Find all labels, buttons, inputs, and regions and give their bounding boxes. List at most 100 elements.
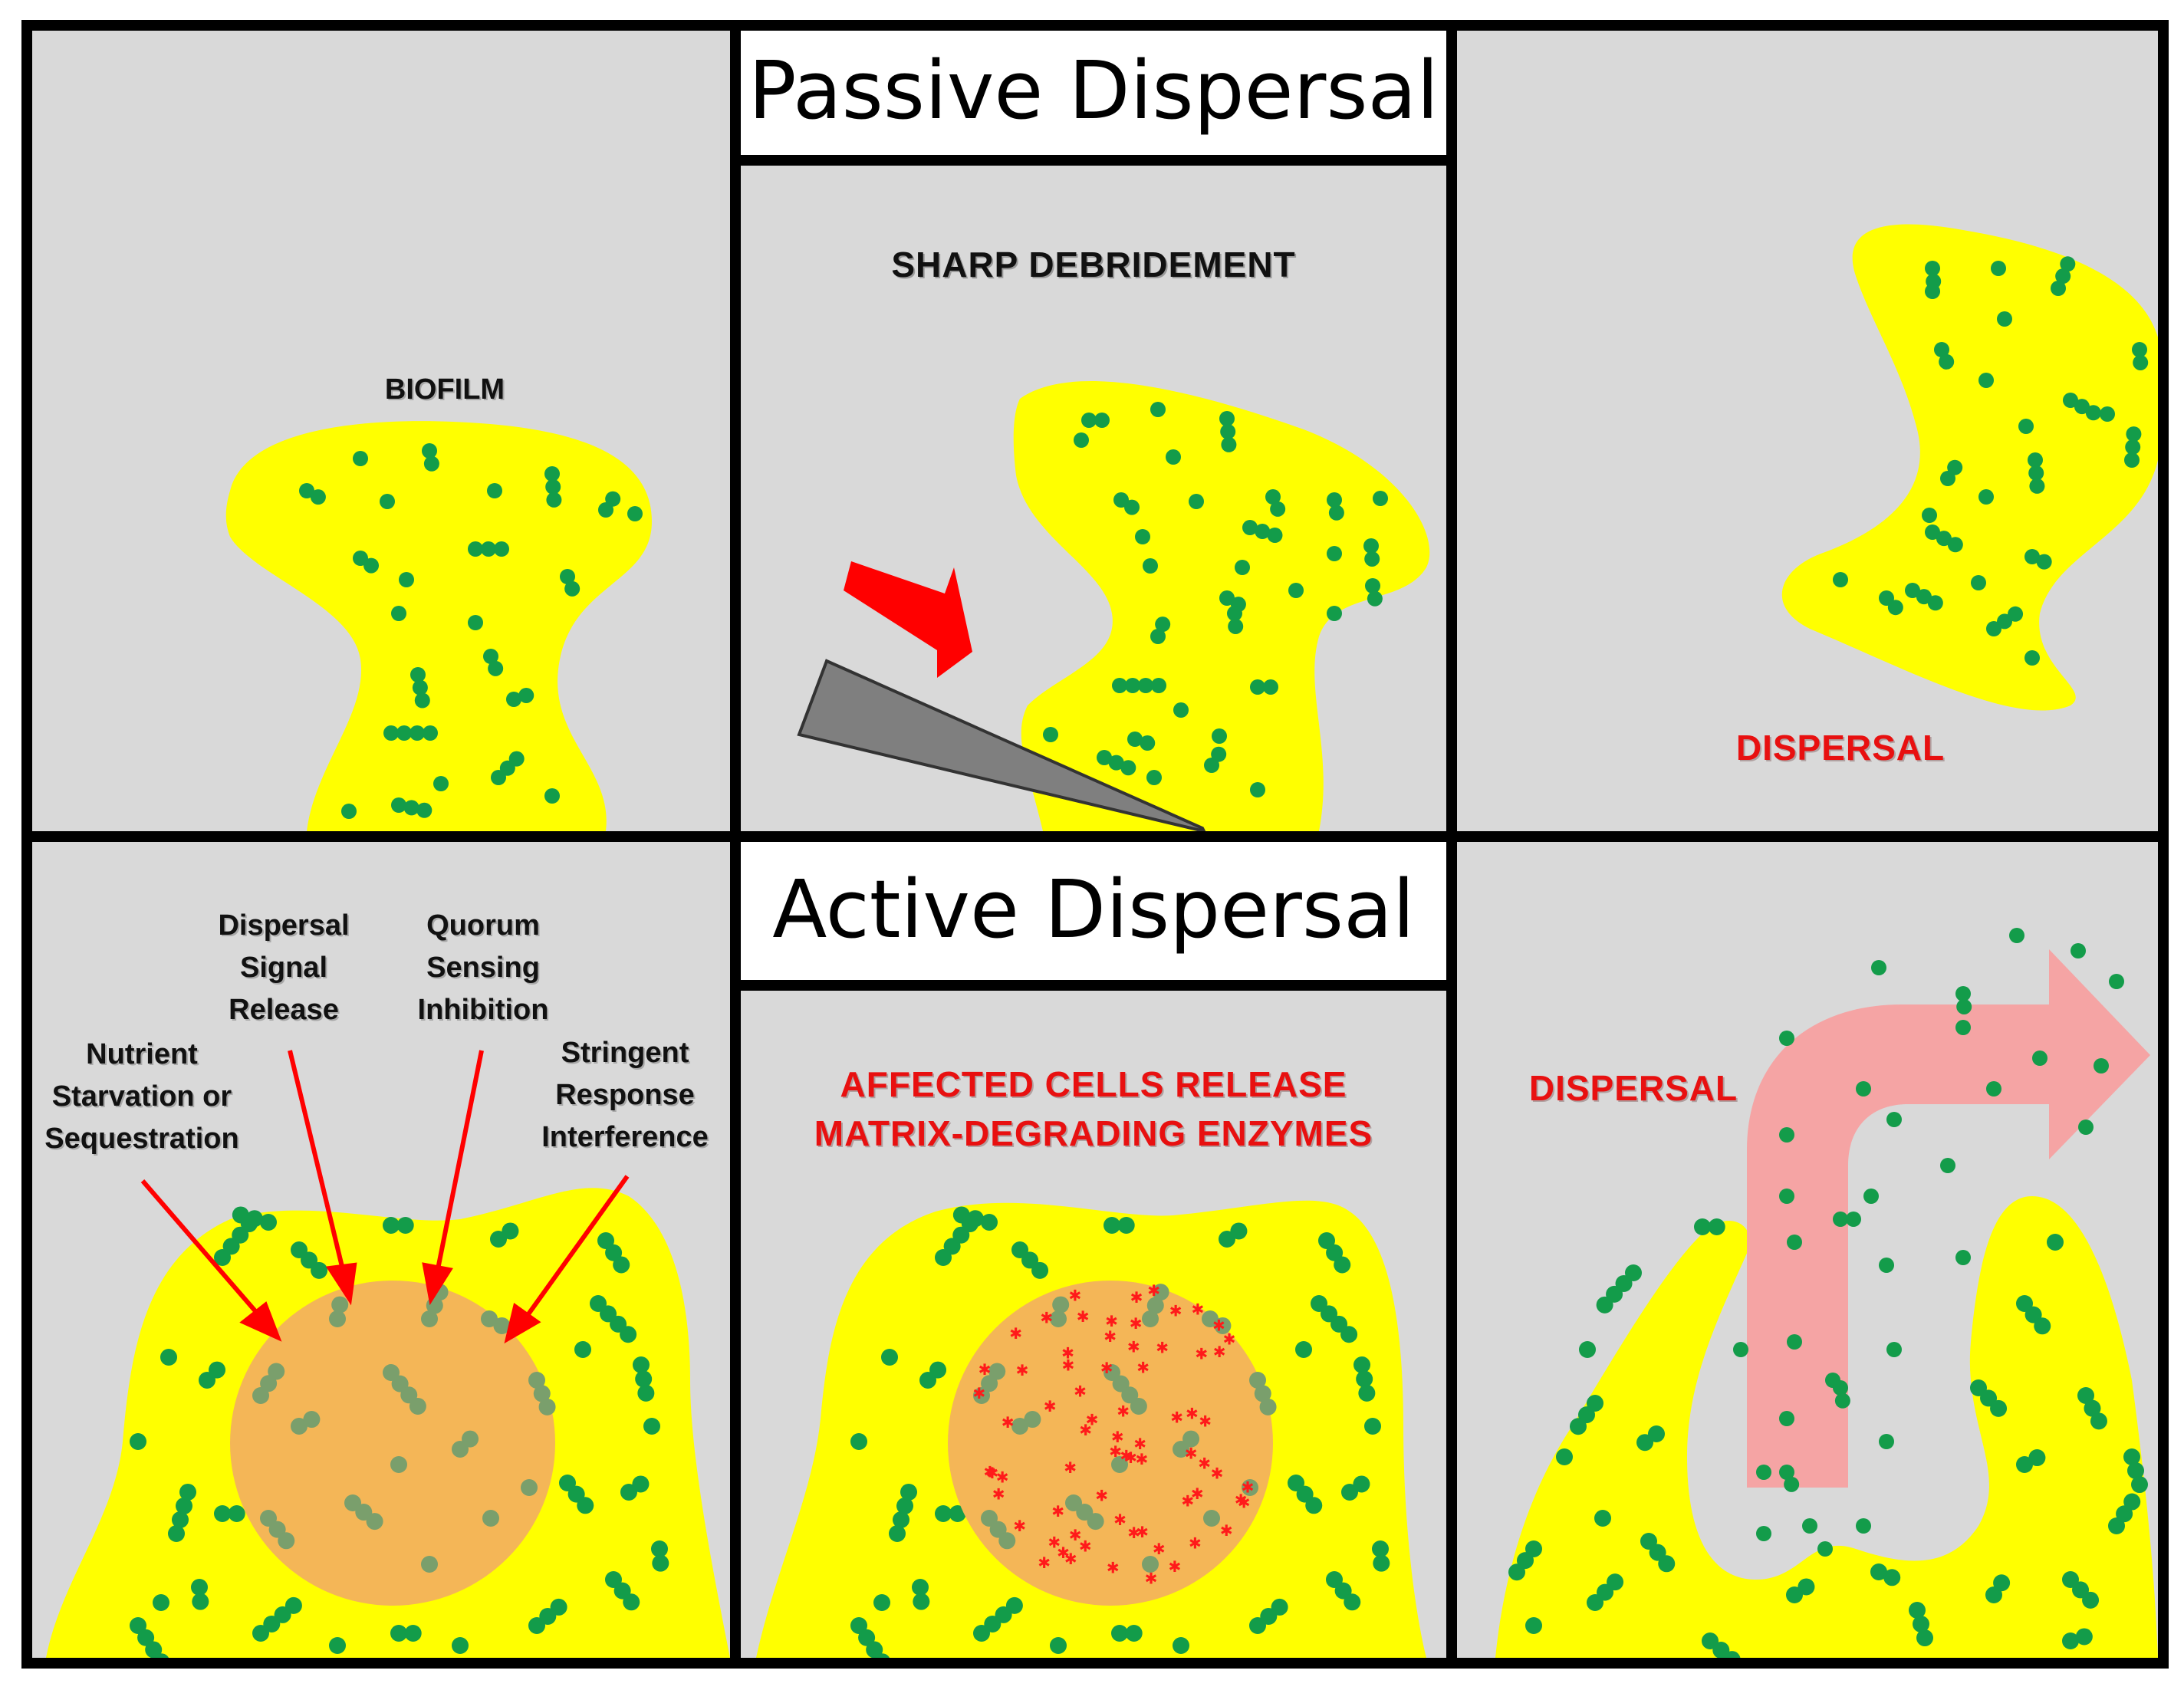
bacterial-cell-icon xyxy=(2126,426,2142,442)
bacterial-cell-icon xyxy=(1798,1578,1815,1596)
biofilm-cells-enzyme xyxy=(850,1206,1390,1658)
affected-zone xyxy=(230,1281,555,1606)
bacterial-cell-icon xyxy=(1863,1189,1879,1204)
bacterial-cell-icon xyxy=(550,1598,567,1616)
bacterial-cell-icon xyxy=(228,1505,245,1522)
bacterial-cell-icon xyxy=(291,1418,308,1435)
bacterial-cell-icon xyxy=(533,1385,551,1402)
bacterial-cell-icon xyxy=(1372,1540,1389,1557)
bacterial-cell-icon xyxy=(1784,1476,1800,1492)
bacterial-cell-icon xyxy=(1353,1475,1370,1493)
biofilm-fragment-shape xyxy=(1781,224,2158,711)
bacterial-cell-icon xyxy=(2071,943,2086,958)
bacterial-cell-icon xyxy=(2063,393,2078,408)
enzyme-star-icon: ✱ xyxy=(1136,1523,1149,1541)
bacterial-cell-icon xyxy=(1173,1637,1189,1654)
enzyme-star-icon: ✱ xyxy=(1169,1557,1182,1576)
bacterial-cell-icon xyxy=(1640,1533,1657,1550)
enzyme-star-icon: ✱ xyxy=(1048,1534,1061,1552)
bacterial-cell-icon xyxy=(2016,1295,2033,1312)
bacterial-cell-icon xyxy=(1031,1261,1049,1279)
bacterial-cell-icon xyxy=(2077,1387,2094,1404)
enzyme-star-icon: ✱ xyxy=(1111,1428,1124,1446)
enzyme-star-icon: ✱ xyxy=(1242,1478,1255,1497)
bacterial-cell-icon xyxy=(1155,616,1171,633)
bacterial-cell-icon xyxy=(605,1571,622,1588)
bacterial-cell-icon xyxy=(502,1222,519,1240)
bacterial-cell-icon xyxy=(483,649,498,664)
bacterial-cell-icon xyxy=(1214,1317,1232,1334)
enzyme-star-icon: ✱ xyxy=(1095,1486,1108,1504)
enzyme-star-icon: ✱ xyxy=(1181,1492,1194,1511)
bacterial-cell-icon xyxy=(935,1249,952,1266)
bacterial-cell-icon xyxy=(1219,411,1235,426)
bacterial-cell-icon xyxy=(1913,1616,1930,1633)
enzyme-star-icon: ✱ xyxy=(1191,1485,1204,1503)
bacterial-cell-icon xyxy=(874,1653,890,1658)
bacterial-cell-icon xyxy=(952,1226,970,1244)
bacterial-cell-icon xyxy=(1879,1434,1894,1449)
bacterial-cell-icon xyxy=(493,1317,511,1334)
bacterial-cell-icon xyxy=(2133,354,2149,370)
bacterial-cell-icon xyxy=(597,1232,614,1249)
bacterial-cell-icon xyxy=(1130,1397,1147,1415)
enzyme-star-icon: ✱ xyxy=(1147,1281,1160,1300)
bacterial-cell-icon xyxy=(1050,1637,1067,1654)
bacterial-cell-icon xyxy=(2116,1505,2133,1523)
enzyme-star-icon: ✱ xyxy=(1061,1344,1074,1363)
bacterial-cell-icon xyxy=(240,1215,258,1233)
bacterial-cell-icon xyxy=(390,1625,407,1642)
enzyme-star-icon: ✱ xyxy=(1127,1338,1140,1356)
enzyme-star-icon: ✱ xyxy=(1235,1491,1248,1509)
enzyme-star-icon: ✱ xyxy=(1051,1502,1064,1521)
bacterial-cell-icon xyxy=(998,1532,1016,1550)
bacterial-cell-icon xyxy=(172,1511,189,1528)
bacterial-cell-icon xyxy=(423,725,438,741)
bacterial-cell-icon xyxy=(1871,960,1886,975)
bacterial-cell-icon xyxy=(1121,1386,1139,1404)
bacterial-cell-icon xyxy=(390,1456,407,1473)
bacterial-cell-icon xyxy=(1127,732,1143,747)
enzyme-star-icon: ✱ xyxy=(1238,1494,1251,1512)
bacterial-cell-icon xyxy=(1833,1380,1848,1396)
bacterial-cell-icon xyxy=(1367,590,1383,607)
bacterial-cell-icon xyxy=(1143,558,1158,574)
bacterial-cell-icon xyxy=(192,1593,209,1610)
bacterial-cell-icon xyxy=(1909,1602,1926,1619)
bacterial-cell-icon xyxy=(620,1484,637,1501)
bacterial-cell-icon xyxy=(341,804,357,819)
enzyme-star-icon: ✱ xyxy=(1079,1421,1092,1439)
bacterial-cell-icon xyxy=(1353,1356,1370,1373)
bacterial-cell-icon xyxy=(232,1226,249,1244)
bacterial-cell-icon xyxy=(1327,492,1342,508)
bacterial-cell-icon xyxy=(252,1387,269,1404)
enzyme-star-icon: ✱ xyxy=(1069,1287,1082,1305)
bacterial-cell-icon xyxy=(559,1475,576,1491)
bacterial-cell-icon xyxy=(521,1479,538,1496)
bacterial-cell-icon xyxy=(873,1594,890,1611)
debrided-biofilm-cells xyxy=(1043,402,1388,797)
bacterial-cell-icon xyxy=(1594,1510,1611,1527)
bacterial-cell-icon xyxy=(1985,1586,2002,1603)
bacterial-cell-icon xyxy=(1326,1244,1344,1261)
bacterial-cell-icon xyxy=(1508,1563,1525,1581)
enzyme-star-icon: ✱ xyxy=(992,1485,1005,1504)
enzyme-star-icon: ✱ xyxy=(1185,1445,1198,1463)
bacterial-cell-icon xyxy=(1173,702,1189,718)
bacterial-cell-icon xyxy=(222,1238,240,1255)
bacterial-cell-icon xyxy=(1050,1310,1067,1327)
bacterial-cell-icon xyxy=(866,1641,883,1658)
bacterial-cell-icon xyxy=(2124,452,2140,468)
biofilm-shape-opened xyxy=(1495,1196,2158,1658)
bacterial-cell-icon xyxy=(1779,1189,1794,1204)
bacterial-cell-icon xyxy=(651,1540,668,1557)
bacterial-cell-icon xyxy=(1658,1555,1676,1573)
bacterial-cell-icon xyxy=(137,1629,155,1646)
bacterial-cell-icon xyxy=(1939,353,1955,370)
bacterial-cell-icon xyxy=(1270,501,1286,517)
bacterial-cell-icon xyxy=(488,660,504,676)
bacterial-cell-icon xyxy=(1856,1081,1871,1097)
bacterial-cell-icon xyxy=(1146,1297,1164,1314)
bacterial-cell-icon xyxy=(160,1349,177,1366)
